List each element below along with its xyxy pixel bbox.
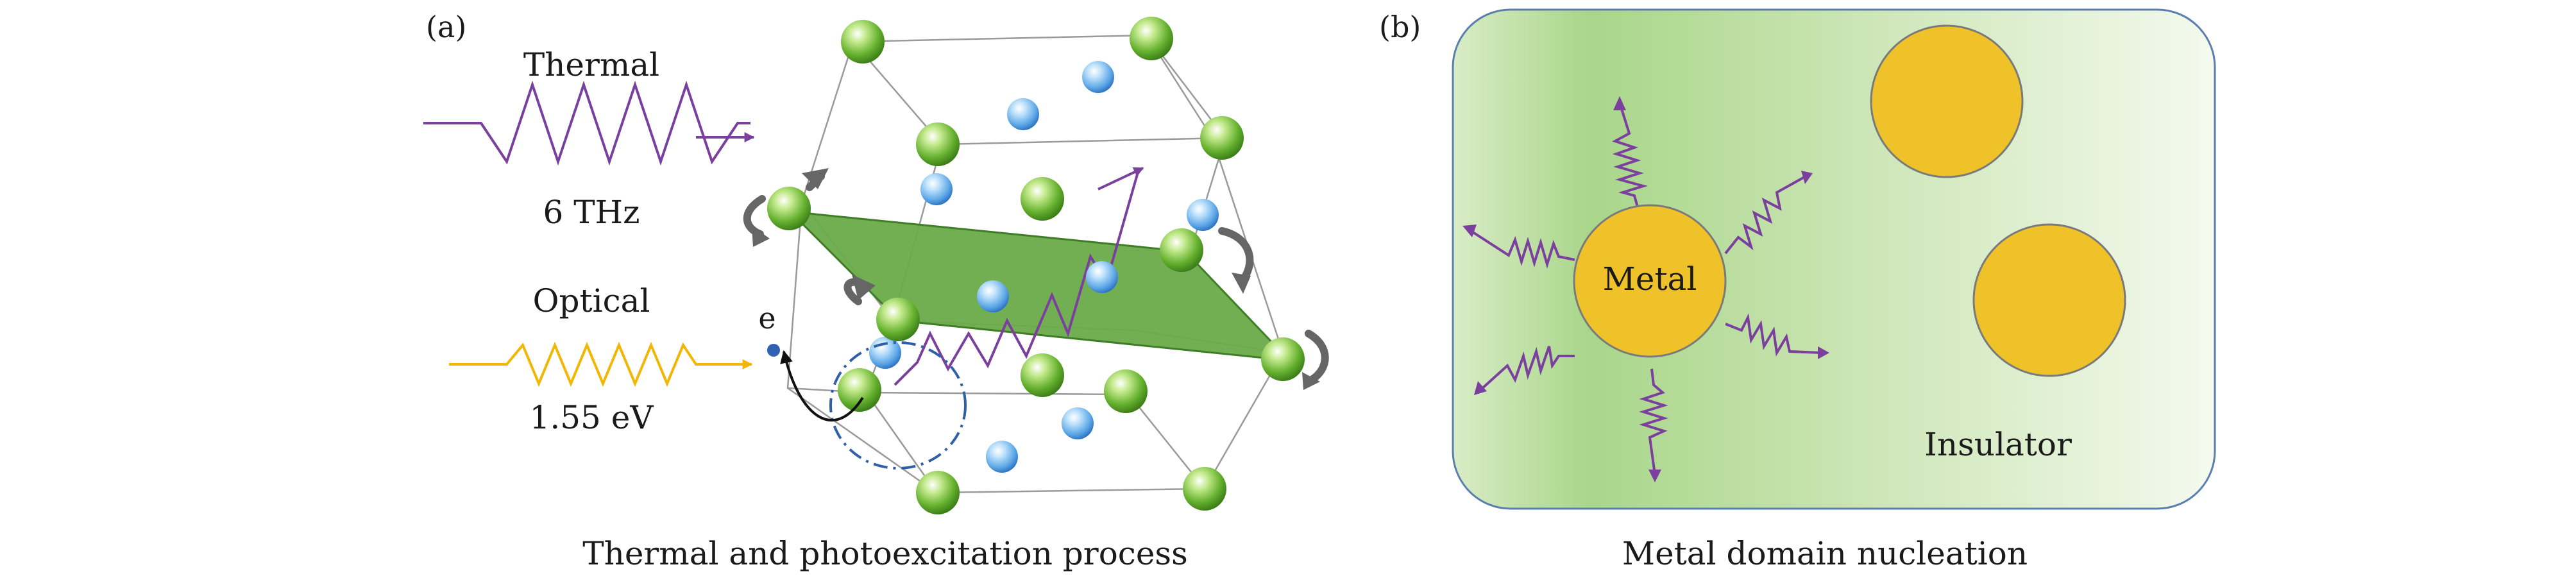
- lattice-wave-arrow-icon: [1097, 167, 1144, 191]
- atom-blue-icon: [1187, 199, 1219, 231]
- emission-waves: [1468, 102, 1822, 475]
- atom-green-icon: [1130, 17, 1173, 60]
- emission-arrow-icon: [1801, 171, 1813, 184]
- emission-wave-icon: [1479, 346, 1575, 391]
- rotation-arrow-icon: [1305, 330, 1329, 384]
- optical-energy: 1.55 eV: [530, 399, 654, 436]
- atom-green-icon: [1104, 369, 1148, 413]
- emission-arrow-icon: [1462, 224, 1477, 237]
- rotation-arrow-icon: [802, 168, 829, 189]
- atom-blue-icon: [920, 173, 953, 205]
- rotation-arrowheads: [752, 168, 1320, 390]
- emission-wave-icon: [1468, 228, 1575, 269]
- metal-label: Metal: [1603, 260, 1697, 298]
- atom-blue-icon: [986, 441, 1018, 473]
- panel-b-tag: (b): [1379, 10, 1421, 44]
- electron-icon: [767, 344, 780, 357]
- atom-green-icon: [1160, 228, 1203, 272]
- atom-blue-icon: [1082, 61, 1114, 93]
- metal-domain-right: [1972, 223, 2126, 377]
- emission-arrow-icon: [1474, 381, 1487, 395]
- atom-blue-icon: [1086, 261, 1118, 293]
- atom-green-icon: [916, 471, 960, 514]
- panel-a: (a) Thermal 6 THz Optical 1.55 eV: [423, 10, 1329, 572]
- excitation-orbit: [829, 341, 967, 470]
- lattice-thermal-wave-icon: [894, 169, 1140, 386]
- atom-blue-icon: [1007, 98, 1039, 130]
- green-atoms: [767, 17, 1305, 514]
- atom-green-icon: [767, 187, 811, 230]
- rotation-arrow-icon: [1232, 273, 1251, 294]
- metal-domain-large: [1573, 204, 1727, 358]
- insulator-label: Insulator: [1924, 426, 2072, 463]
- metal-domain-top: [1870, 24, 2024, 178]
- emission-arrowheads: [1462, 96, 1829, 482]
- emission-arrow-icon: [1613, 96, 1626, 110]
- atom-green-icon: [1021, 353, 1064, 397]
- atom-blue-icon: [869, 337, 901, 369]
- electron-path-arrow-icon: [780, 350, 864, 421]
- thermal-wave-arrow-icon: [423, 80, 750, 166]
- atom-green-icon: [1261, 337, 1305, 381]
- atom-blue-icon: [977, 280, 1009, 312]
- panel-a-caption: Thermal and photoexcitation process: [582, 535, 1187, 572]
- emission-wave-icon: [1725, 313, 1822, 357]
- panel-b: (b) Metal Insulator Metal domain nucleat…: [1379, 8, 2216, 572]
- atom-green-icon: [916, 123, 960, 166]
- emission-arrow-icon: [1818, 346, 1829, 359]
- emission-arrow-icon: [1648, 470, 1661, 482]
- rotation-arrow-icon: [852, 275, 876, 300]
- blue-atoms: [869, 61, 1219, 473]
- atom-green-icon: [1200, 116, 1244, 160]
- atom-green-icon: [1021, 177, 1064, 221]
- rotation-arrow-icon: [752, 226, 770, 247]
- optical-label: Optical: [533, 282, 650, 319]
- atom-green-icon: [876, 298, 920, 341]
- panel-a-tag: (a): [426, 10, 466, 44]
- thermal-label: Thermal: [523, 46, 659, 83]
- atom-green-icon: [838, 368, 881, 412]
- atom-green-icon: [841, 20, 885, 64]
- insulator-domain: [1452, 8, 2216, 510]
- rotation-arrow-icon: [1302, 372, 1320, 390]
- atom-blue-icon: [1062, 407, 1094, 439]
- emission-wave-icon: [1612, 102, 1648, 212]
- atom-green-icon: [1183, 467, 1226, 511]
- electron-label: e: [758, 301, 775, 335]
- emission-wave-icon: [1724, 175, 1806, 255]
- emission-wave-icon: [1639, 368, 1668, 475]
- panel-b-caption: Metal domain nucleation: [1622, 535, 2028, 572]
- thermal-frequency: 6 THz: [543, 194, 640, 231]
- optical-wave-arrow-icon: [449, 341, 744, 387]
